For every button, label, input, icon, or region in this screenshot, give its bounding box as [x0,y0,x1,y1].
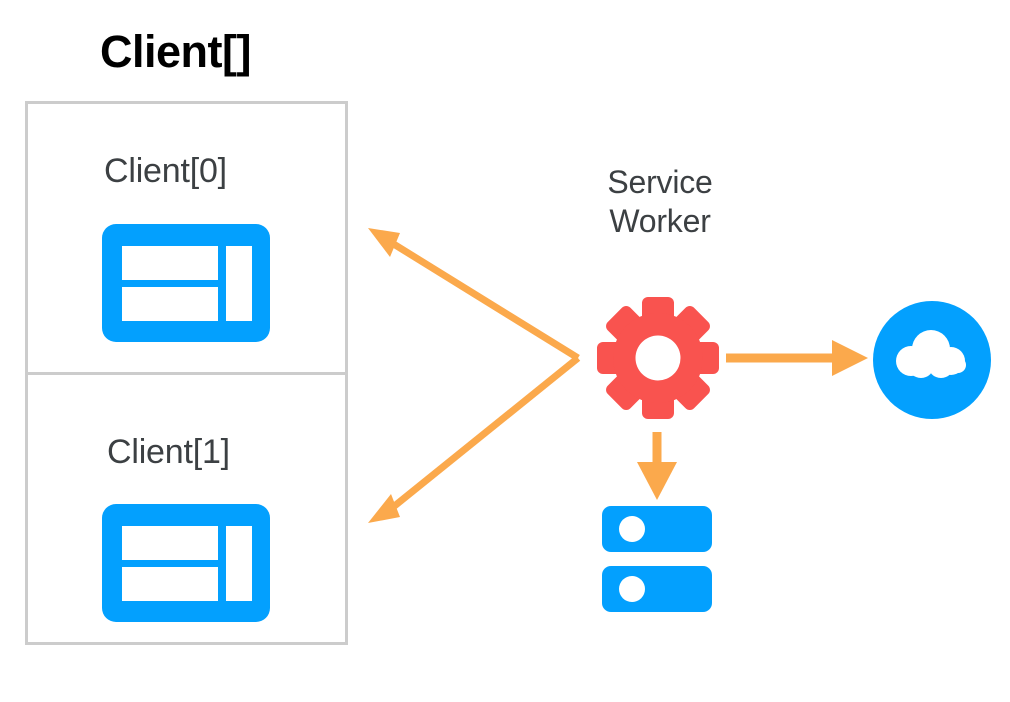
cloud-icon [873,301,991,419]
arrow-sw-to-client1 [368,355,581,523]
arrow-sw-to-cloud [726,340,868,376]
database-bar-bottom [602,566,712,612]
browser-window-icon [102,224,270,342]
browser-pane-side [226,246,252,321]
client-1-label: Client[1] [107,433,230,471]
clients-divider [25,372,348,375]
service-worker-label-line2: Worker [609,203,711,240]
arrow-sw-to-client0 [368,228,580,361]
client-0-label: Client[0] [104,152,227,190]
browser-pane-top [122,526,218,560]
database-bar-top [602,506,712,552]
browser-pane-side [226,526,252,601]
browser-window-icon [102,504,270,622]
page-title: Client[] [100,26,251,77]
arrow-sw-to-database [637,432,677,500]
browser-pane-bottom [122,287,218,321]
browser-pane-top [122,246,218,280]
browser-pane-bottom [122,567,218,601]
gear-icon [597,297,719,419]
database-indicator-dot [619,516,645,542]
service-worker-label-line1: Service [607,164,713,200]
database-indicator-dot [619,576,645,602]
database-icon [600,506,716,616]
service-worker-label: Service Worker [560,163,760,241]
